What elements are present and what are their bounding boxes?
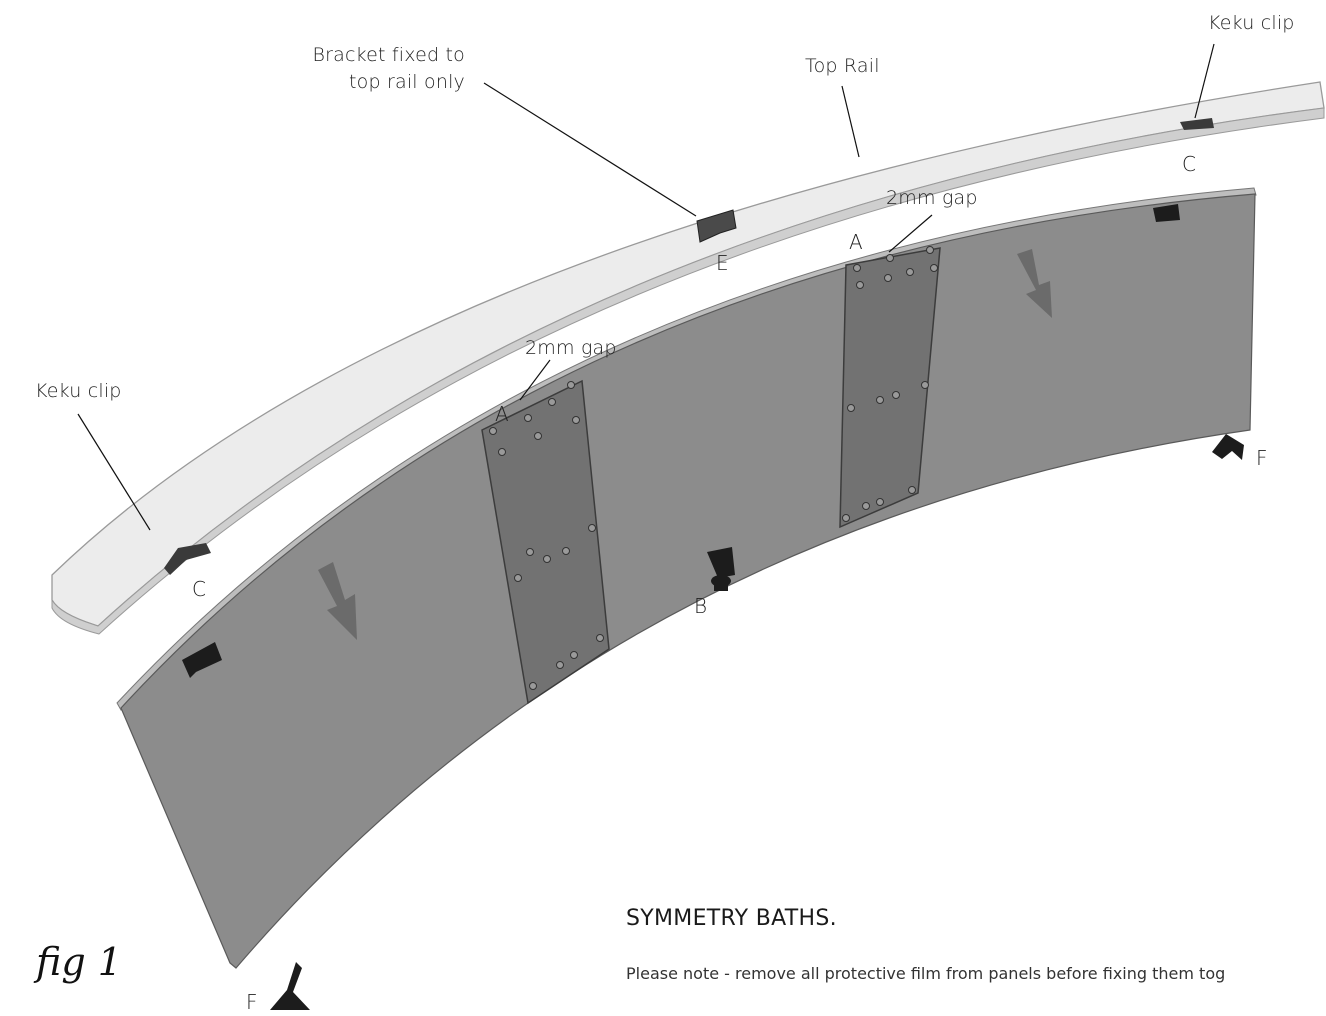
bracket-f-right <box>1212 434 1244 460</box>
heading: SYMMETRY BATHS. <box>626 906 837 931</box>
joiner-plate-right-screws <box>842 246 938 522</box>
joiner-plate-right <box>839 247 941 529</box>
clip-c-right <box>1180 118 1214 130</box>
arrow-down-right <box>1017 249 1052 318</box>
front-panel <box>120 193 1256 969</box>
joiner-plate-left-screws <box>489 381 604 690</box>
label-bracket-fixed-line1: Bracket fixed to <box>312 44 465 66</box>
letter-c-left: C <box>192 577 206 601</box>
letter-f-right: F <box>1256 446 1268 470</box>
clip-panel-right <box>1153 204 1180 222</box>
clip-panel-left <box>182 642 222 678</box>
letter-e: E <box>716 251 729 275</box>
clip-c-left <box>164 543 211 575</box>
label-keku-clip-left: Keku clip <box>35 380 122 402</box>
label-gap-left: 2mm gap <box>525 337 617 359</box>
letter-a-right: A <box>849 230 863 254</box>
label-gap-right: 2mm gap <box>886 187 978 209</box>
joiner-plate-left <box>481 379 610 705</box>
letter-f-left: F <box>246 990 258 1014</box>
leader-lines <box>77 43 1215 531</box>
letter-c-right: C <box>1182 152 1196 176</box>
top-rail-underside <box>51 107 1325 635</box>
label-bracket-fixed-line2: top rail only <box>348 71 465 93</box>
label-top-rail: Top Rail <box>805 55 880 77</box>
figure-caption: fig 1 <box>36 940 122 984</box>
letter-a-left: A <box>495 402 509 426</box>
label-keku-clip-right: Keku clip <box>1208 12 1295 34</box>
arrow-down-left <box>318 562 357 640</box>
bracket-e <box>696 209 737 243</box>
letter-b: B <box>694 594 708 618</box>
bracket-f-left <box>270 962 310 1010</box>
label-bracket-fixed: Bracket fixed to top rail only <box>305 42 465 96</box>
bracket-b <box>707 547 735 591</box>
note-text: Please note - remove all protective film… <box>626 964 1226 983</box>
